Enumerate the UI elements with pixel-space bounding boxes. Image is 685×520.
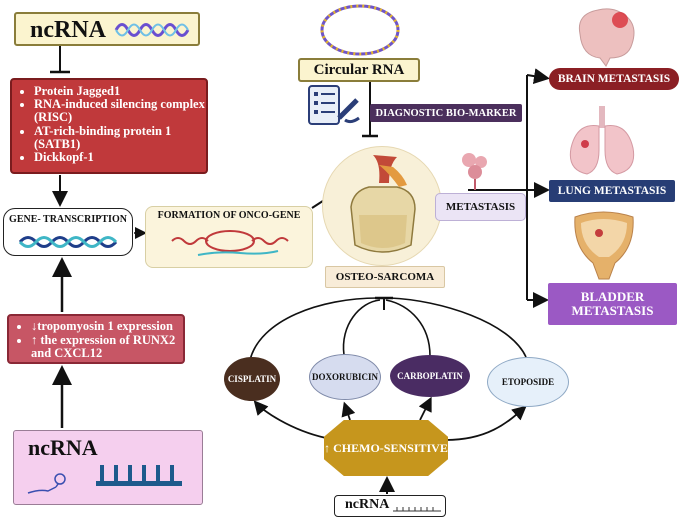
circular-rna-box: Circular RNA — [298, 58, 420, 82]
onco-gene-box: FORMATION OF ONCO-GENE — [145, 206, 313, 268]
ncrna-chemo-box: ncRNA — [334, 495, 446, 517]
ncrna-top-label: ncRNA — [30, 17, 106, 43]
bladder-line1: BLADDER — [580, 289, 645, 304]
plasmid-dna-icon — [171, 230, 289, 256]
target-item: Dickkopf-1 — [34, 150, 206, 164]
bone-tumor-icon — [350, 155, 416, 253]
arrow-to-brain — [526, 68, 550, 85]
carboplatin-node: CARBOPLATIN — [390, 355, 470, 397]
expression-item: ↑ the expression of RUNX2 and CXCL12 — [31, 333, 183, 361]
target-item: AT-rich-binding protein 1 (SATB1) — [34, 124, 206, 151]
brain-metastasis-label: BRAIN METASTASIS — [549, 68, 679, 90]
ncrna-bottom-box: ncRNA — [13, 430, 203, 505]
metastasis-box: METASTASIS — [435, 193, 526, 221]
curve-doxorubicin — [342, 299, 381, 356]
brain-icon — [578, 8, 635, 67]
target-item: Protein Jagged1 — [34, 84, 206, 98]
onco-gene-label: FORMATION OF ONCO-GENE — [157, 210, 301, 221]
checklist-icon — [308, 85, 360, 125]
arrow-chemo-doxo — [341, 401, 356, 421]
tumor-cells-icon — [462, 153, 487, 190]
curve-carboplatin — [385, 299, 431, 357]
curve-cisplatin — [249, 297, 379, 361]
rna-wave-icon — [114, 23, 190, 37]
rna-comb-icon — [96, 465, 182, 486]
osteosarcoma-label: OSTEO-SARCOMA — [325, 266, 445, 288]
targets-box: Protein Jagged1 RNA-induced silencing co… — [10, 78, 208, 174]
arrow-chemo-etoposide — [445, 405, 527, 441]
bladder-line2: METASTASIS — [571, 303, 654, 318]
arrow-chemo-cisplatin — [253, 400, 327, 439]
rna-strand-icon — [393, 507, 441, 512]
osteosarcoma-image — [322, 146, 442, 266]
arrow-chemo-carbo — [418, 396, 432, 421]
cisplatin-node: CISPLATIN — [224, 357, 280, 401]
expression-box: ↓tropomyosin 1 expression ↑ the expressi… — [7, 314, 185, 364]
ncrna-bottom-label: ncRNA — [28, 435, 98, 460]
circular-rna-icon — [320, 4, 400, 56]
gene-transcription-label: GENE- TRANSCRIPTION — [9, 214, 127, 225]
dna-helix-icon — [18, 236, 118, 248]
ncrna-top-box: ncRNA — [14, 12, 200, 46]
curve-etoposide — [389, 297, 527, 358]
doxorubicin-node: DOXORUBICIN — [309, 354, 381, 400]
etoposide-node: ETOPOSIDE — [487, 357, 569, 407]
bladder-icon — [574, 211, 634, 280]
hairpin-rna-icon — [27, 473, 66, 494]
expression-item: ↓tropomyosin 1 expression — [31, 319, 183, 334]
diagnostic-biomarker-label: DIAGNOSTIC BIO-MARKER — [370, 104, 522, 122]
ncrna-chemo-label: ncRNA — [345, 497, 390, 512]
chemo-sensitive-node: ↑ CHEMO-SENSITIVE — [324, 420, 448, 476]
lung-icon — [569, 106, 635, 175]
gene-transcription-box: GENE- TRANSCRIPTION — [3, 208, 133, 256]
lung-metastasis-label: LUNG METASTASIS — [549, 180, 675, 202]
target-item: RNA-induced silencing complex (RISC) — [34, 98, 206, 125]
